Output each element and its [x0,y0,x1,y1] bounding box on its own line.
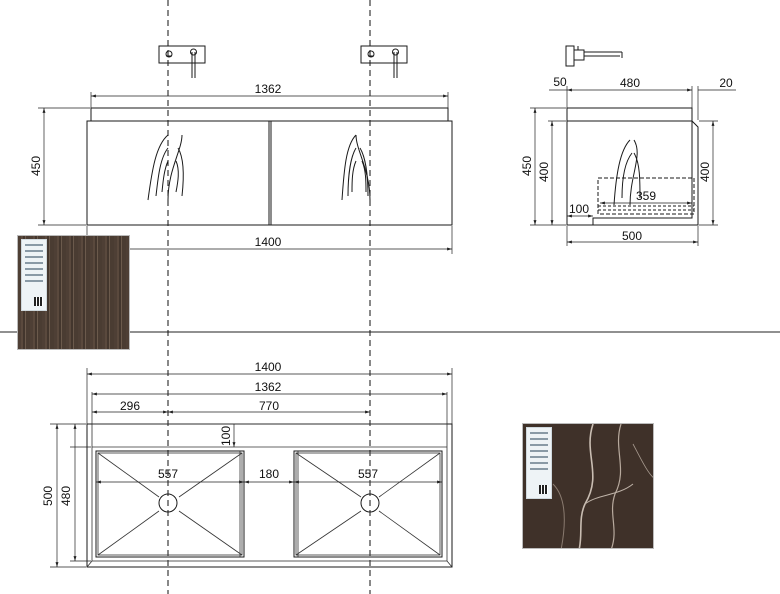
side-view: 50 480 20 450 400 400 359 100 500 [520,45,736,246]
dim-side-depth: 480 [620,76,640,90]
plan-countertop [86,423,453,568]
dim-overall-width: 1400 [255,360,282,374]
dim-basin-right: 557 [358,467,378,481]
dim-base-depth: 500 [622,229,642,243]
wood-swatch [17,235,130,350]
wood-swatch-qr-icon [34,297,43,306]
side-countertop [566,107,693,122]
wood-swatch-label [21,239,47,311]
dim-inner-depth: 480 [59,486,73,506]
basin-left [95,450,245,558]
dim-basin-left: 557 [158,467,178,481]
dim-offset-left: 50 [553,75,567,89]
dim-height: 450 [29,156,43,176]
dim-center-gap: 180 [259,467,279,481]
marble-veins [552,424,653,548]
door-motif-left [147,134,184,201]
wall-faucet-left [158,45,206,78]
dim-inner-height: 400 [537,162,551,182]
dim-offset-right: 20 [719,76,733,90]
dim-outer-height: 450 [520,156,534,176]
dim-plan-top-width: 1362 [255,380,282,394]
countertop [90,107,449,122]
dim-drawer-width: 359 [636,189,656,203]
dim-tap-offset: 296 [120,399,140,413]
dim-right-height: 400 [698,162,712,182]
dim-toe-kick: 100 [569,202,589,216]
marble-swatch-label [526,427,552,499]
dim-top-width: 1362 [255,82,282,96]
front-elevation: 1362 450 1400 [29,45,453,254]
door-motif-right [341,134,371,201]
dim-overall-depth: 500 [41,486,55,506]
side-faucet [565,45,623,67]
basin-right [293,450,443,558]
side-drawer [597,177,695,215]
marble-swatch [522,423,654,549]
dim-tap-spacing: 770 [259,399,279,413]
side-door-motif [613,139,641,206]
dim-bottom-width: 1400 [255,235,282,249]
plan-view: 1400 1362 296 770 100 557 180 557 500 48… [41,360,453,568]
marble-swatch-qr-icon [539,485,548,494]
dim-back-gap: 100 [219,426,233,446]
wall-faucet-right [360,45,408,78]
